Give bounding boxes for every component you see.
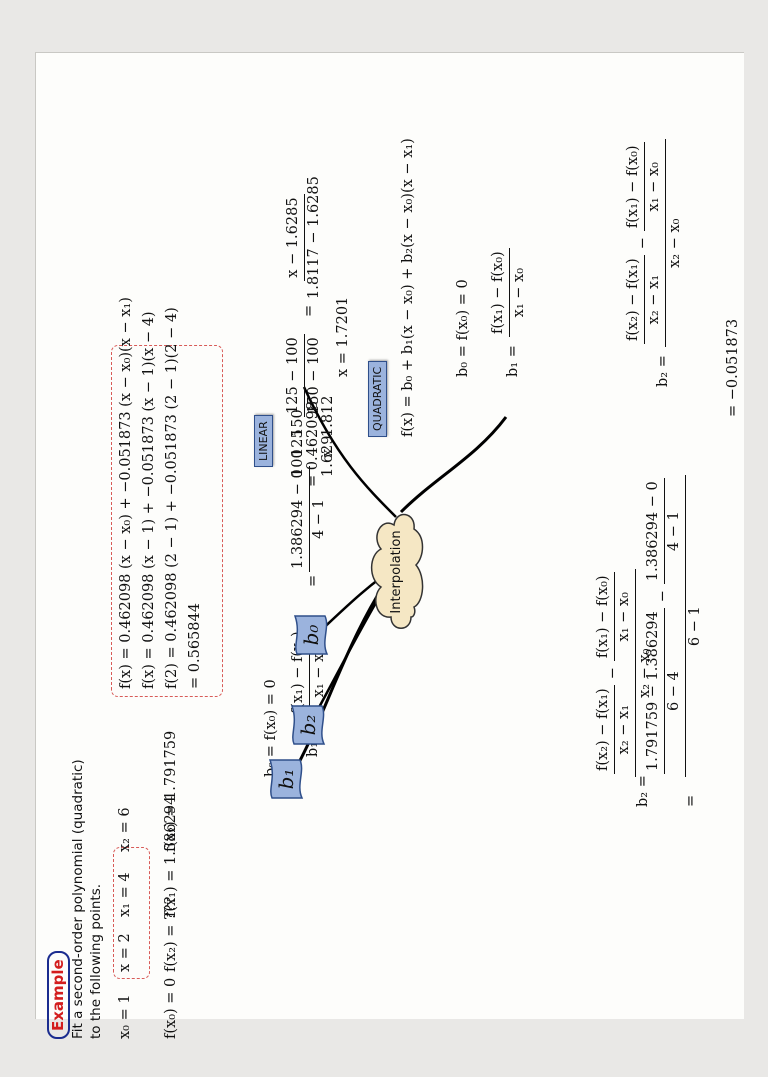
prompt-line-1: Fit a second-order polynomial (quadratic… [70, 759, 86, 1039]
b2-sub2-den: 4 − 1 [665, 511, 682, 552]
b1-substituted-denominator: 4 − 1 [310, 499, 327, 540]
linear-lhs-fraction: 125 − 100 150 − 100 [285, 334, 323, 417]
point-x0: x₀ = 1 [117, 994, 133, 1039]
b1-label: b₁ [274, 768, 298, 790]
cloud-shape [370, 513, 424, 629]
quadratic-b2-lhs: b₂ = [655, 355, 671, 387]
quadratic-b2-numerator: f(x₂) − f(x₁) x₂ − x₁ − f(x₁) − f(x₀) x₁… [625, 139, 666, 347]
quadratic-b1-fraction: f(x₁) − f(x₀) x₁ − x₀ [490, 248, 528, 337]
b0-flag-shape [293, 615, 329, 655]
connector-quadratic [302, 386, 397, 518]
quadratic-b2-fraction: f(x₂) − f(x₁) x₂ − x₁ − f(x₁) − f(x₀) x₁… [625, 139, 684, 347]
b2-minus: − [605, 667, 622, 680]
linear-lhs-num: 125 − 100 [285, 334, 305, 417]
interpolation-label: Interpolation [388, 530, 404, 614]
evaluation-line-2: f(x) = 0.462098 (x − 1) + −0.051873 (x −… [141, 311, 157, 689]
linear-result: x = 1.7201 [335, 296, 351, 377]
quadratic-b0: b₀ = f(x₀) = 0 [455, 279, 471, 377]
example-badge: Example [47, 951, 70, 1039]
b2-flag-shape [290, 705, 326, 745]
linear-label: LINEAR [254, 415, 273, 467]
b2-inner-fraction-1: f(x₂) − f(x₁) x₂ − x₁ [595, 685, 633, 774]
b1-flag-shape [268, 759, 304, 799]
page-sheet: Example Fit a second-order polynomial (q… [35, 52, 744, 1039]
interpolation-node: Interpolation [366, 507, 426, 637]
b2-sub-fraction-1: 1.791759 − 1.386294 6 − 4 [645, 608, 683, 774]
quadratic-b1-den: x₁ − x₀ [510, 267, 527, 318]
linear-rhs-num: x − 1.6285 [285, 194, 305, 281]
linear-rhs-fraction: x − 1.6285 1.8117 − 1.6285 [285, 173, 323, 302]
b0-node: b₀ [291, 613, 331, 657]
b1-eq: = [305, 574, 321, 587]
b2-result: = −0.051873 [725, 318, 741, 417]
point-fx0: f(x₀) = 0 [163, 977, 179, 1039]
b2-lhs: b₂ = [635, 775, 651, 807]
point-x2: x₂ = 6 [117, 807, 133, 852]
point-x1: x₁ = 4 [117, 872, 133, 917]
quadratic-b2-d2: x₁ − x₀ [645, 162, 662, 212]
linear-rhs-den: 1.8117 − 1.6285 [305, 176, 322, 299]
point-fx2: f(x₂) = 1.791759 [163, 730, 179, 852]
b2-sub1-den: 6 − 4 [665, 671, 682, 712]
b2-inner-fraction-2: f(x₁) − f(x₀) x₁ − x₀ [595, 572, 633, 662]
evaluation-line-3: f(2) = 0.462098 (2 − 1) + −0.051873 (2 −… [164, 307, 180, 689]
b2-node: b₂ [288, 703, 328, 747]
b2-substituted-numerator: 1.791759 − 1.386294 6 − 4 − 1.386294 − 0… [645, 475, 686, 777]
b1-node: b₁ [266, 757, 306, 801]
b2-label: b₂ [296, 714, 320, 736]
quadratic-b2-denominator: x₂ − x₀ [666, 218, 683, 268]
b2-eq: = [683, 794, 699, 807]
evaluation-line-4: = 0.565844 [187, 603, 203, 689]
quadratic-b2-inner-2: f(x₁) − f(x₀) x₁ − x₀ [625, 142, 663, 232]
b2-sub1-num: 1.791759 − 1.386294 [645, 608, 665, 774]
b2-substituted-denominator: 6 − 1 [686, 606, 703, 647]
quadratic-b2-inner-1: f(x₂) − f(x₁) x₂ − x₁ [625, 255, 663, 344]
b2-inner1-den: x₂ − x₁ [615, 704, 632, 755]
linear-row-3-val: 1.812 [320, 395, 336, 437]
quadratic-b2-n2: f(x₁) − f(x₀) [625, 142, 645, 232]
b2-sub2-num: 1.386294 − 0 [645, 478, 665, 585]
quadratic-b1-num: f(x₁) − f(x₀) [490, 248, 510, 337]
b2-numerator: f(x₂) − f(x₁) x₂ − x₁ − f(x₁) − f(x₀) x₁… [595, 569, 636, 777]
point-x: x = 2 [117, 933, 133, 972]
connector-linear [399, 416, 508, 514]
b2-substituted-fraction: 1.791759 − 1.386294 6 − 4 − 1.386294 − 0… [645, 475, 704, 777]
quadratic-formula: f(x) = b₀ + b₁(x − x₀) + b₂(x − x₀)(x − … [400, 138, 416, 437]
b2-inner2-den: x₁ − x₀ [615, 592, 632, 642]
linear-lhs-den: 150 − 100 [305, 337, 322, 414]
quadratic-b2-d1: x₂ − x₁ [645, 274, 662, 325]
b0-label: b₀ [299, 624, 323, 646]
b2-sub-minus: − [655, 590, 672, 603]
linear-row-2-val: x [320, 448, 336, 457]
quadratic-b1-lhs: b₁ = [505, 345, 521, 377]
b2-inner2-num: f(x₁) − f(x₀) [595, 572, 615, 662]
mind-map-canvas: Example Fit a second-order polynomial (q… [36, 53, 768, 1077]
quadratic-b2-minus: − [635, 237, 652, 250]
evaluation-line-1: f(x) = 0.462098 (x − x₀) + −0.051873 (x … [118, 297, 134, 689]
quadratic-label: QUADRATIC [368, 360, 387, 437]
b2-sub-fraction-2: 1.386294 − 0 4 − 1 [645, 478, 683, 585]
b2-inner1-num: f(x₂) − f(x₁) [595, 685, 615, 774]
quadratic-b2-n1: f(x₂) − f(x₁) [625, 255, 645, 344]
prompt-line-2: to the following points. [88, 883, 104, 1039]
linear-eq: = [301, 304, 317, 317]
